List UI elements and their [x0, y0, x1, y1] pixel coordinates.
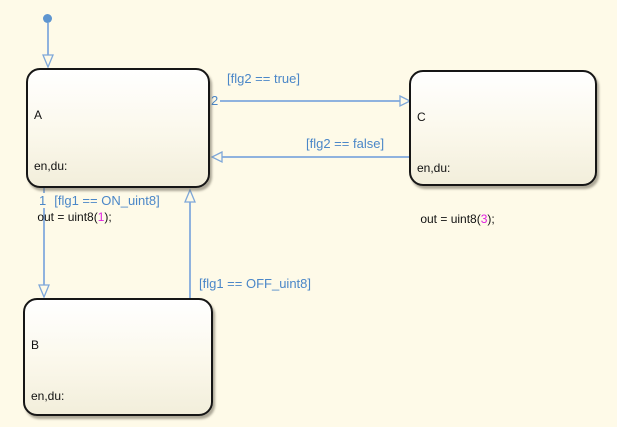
default-transition-line[interactable] — [47, 23, 49, 56]
transition-line-A-to-B[interactable] — [43, 188, 45, 285]
state-A[interactable]: A en,du: out = uint8(1); — [26, 68, 210, 224]
arrowhead-right-into-C-icon — [399, 94, 412, 108]
state-C-literal: 3 — [480, 212, 488, 226]
state-C-actions-header: en,du: — [417, 161, 451, 175]
transition-condition-A-to-B[interactable]: [flg1 == ON_uint8] — [54, 193, 160, 208]
state-A-name: A — [34, 108, 43, 122]
transition-order-A-to-C[interactable]: 2 — [209, 93, 221, 108]
state-C-name: C — [417, 110, 426, 124]
state-B-name: B — [31, 338, 40, 352]
state-B-actions-header: en,du: — [31, 389, 65, 403]
state-C-action-code: out = uint8(3); — [417, 212, 495, 226]
state-A-literal: 1 — [97, 210, 105, 224]
transition-line-C-to-A[interactable] — [221, 156, 409, 158]
arrowhead-down-into-B-icon — [38, 284, 50, 299]
arrowhead-left-into-A-icon — [210, 150, 223, 164]
default-transition-dot[interactable] — [43, 14, 52, 23]
state-C[interactable]: C en,du: out = uint8(3); — [409, 70, 597, 226]
state-B[interactable]: B en,du: out = uint8(2); — [23, 298, 213, 416]
arrowhead-up-into-A-icon — [184, 188, 196, 203]
transition-line-A-to-C[interactable] — [210, 100, 400, 102]
transition-condition-A-to-C[interactable]: [flg2 == true] — [227, 71, 300, 86]
transition-condition-C-to-A[interactable]: [flg2 == false] — [306, 136, 385, 151]
state-A-actions-header: en,du: — [34, 159, 68, 173]
arrowhead-down-into-A-icon — [42, 54, 54, 69]
transition-label-A-to-B[interactable]: 1 [flg1 == ON_uint8] — [37, 193, 160, 208]
transition-condition-B-to-A[interactable]: [flg1 == OFF_uint8] — [199, 276, 312, 291]
transition-order-A-to-B[interactable]: 1 — [37, 193, 49, 208]
transition-line-B-to-A[interactable] — [189, 202, 191, 298]
state-A-action-code: out = uint8(1); — [34, 210, 112, 224]
